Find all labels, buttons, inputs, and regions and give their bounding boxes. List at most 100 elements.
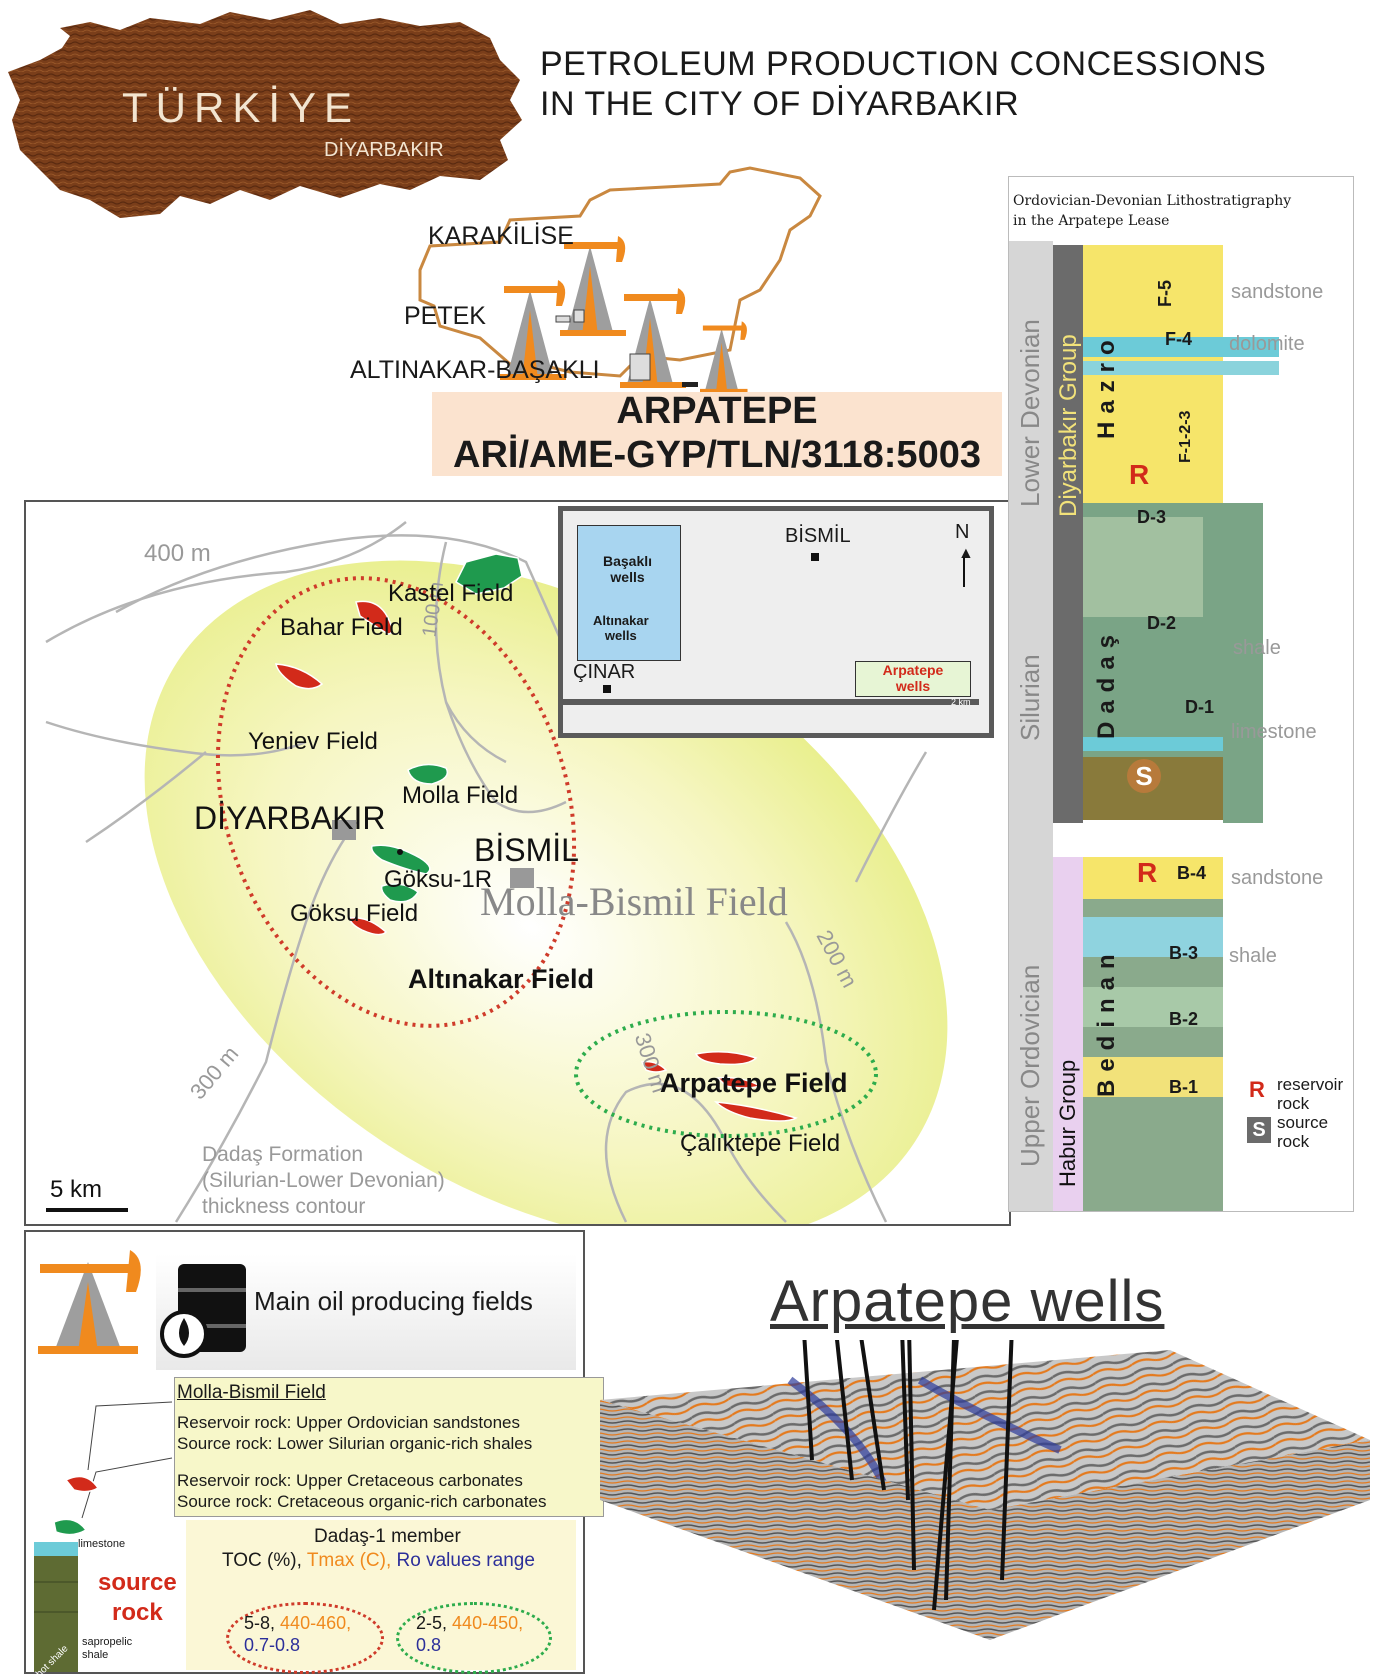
well-line: [859, 1340, 886, 1491]
bahar-field-label: Bahar Field: [280, 614, 403, 641]
concession-altinakar-basakli: ALTINAKAR-BAŞAKLI: [350, 356, 600, 384]
source-rock-2: rock: [112, 1599, 163, 1626]
unit-b4: B-4: [1177, 863, 1207, 883]
strat-legend-2: rock: [1277, 1094, 1310, 1113]
yeniev-field-shape: [275, 663, 324, 690]
molla-field-label: Molla Field: [402, 782, 519, 809]
green-toc: 2-5,: [416, 1613, 448, 1633]
ro-label: Ro values range: [396, 1550, 535, 1571]
strat-title: Ordovician-Devonian Lithostratigraphy in…: [1013, 191, 1291, 231]
oil-rig-icon: [500, 280, 566, 380]
country-label: TÜRKİYE: [122, 84, 360, 131]
unit-d1: D-1: [1185, 697, 1215, 717]
formation-dadas: Dadaş: [1093, 626, 1120, 739]
green-tmax: 440-450,: [452, 1613, 524, 1633]
oil-rig-legend-icon: [38, 1250, 141, 1354]
unit-b1: B-1: [1169, 1077, 1199, 1097]
reservoir-marker-ordovician: R: [1137, 857, 1158, 888]
inset-wells-2: wells: [604, 628, 637, 643]
unit-f4: F-4: [1165, 329, 1192, 349]
lith-dolomite: dolomite: [1229, 333, 1305, 355]
kastel-field-shape: [455, 553, 523, 595]
unit-d2: D-2: [1147, 613, 1177, 633]
arpatepe-field-shape: [694, 1051, 758, 1066]
inset-altinakar: Altınakar wells: [593, 613, 649, 643]
molla-bismil-outline: [215, 576, 577, 1028]
goksu-1r-well: [397, 849, 403, 855]
strat-column-panel: Ordovician-Devonian Lithostratigraphy in…: [1008, 176, 1354, 1212]
note-line-1: Reservoir rock: Upper Ordovician sandsto…: [177, 1413, 520, 1432]
lith-shale-bottom: shale: [1229, 945, 1277, 967]
inset-wells-3: wells: [895, 678, 931, 694]
caliktepe-field-shape-2: [713, 1101, 798, 1122]
well-line: [932, 1340, 959, 1611]
strat-legend: reservoir rock source rock: [1277, 1075, 1343, 1151]
arpatepe-field-label: Arpatepe Field: [660, 1068, 848, 1098]
tmax-label: Tmax (C),: [306, 1550, 392, 1571]
oil-rig-icon: [700, 321, 748, 394]
lith-sandstone-top: sandstone: [1231, 281, 1324, 303]
period-silurian: Silurian: [1015, 654, 1045, 741]
basakli-altinakar-area: [577, 525, 681, 661]
yeniev-field-label: Yeniev Field: [248, 728, 378, 755]
note-line-2: Source rock: Lower Silurian organic-rich…: [177, 1434, 533, 1453]
toc-label: TOC (%),: [222, 1550, 302, 1571]
note-group-2: Reservoir rock: Upper Cretaceous carbona…: [177, 1470, 546, 1512]
altinakar-field-label: Altınakar Field: [408, 964, 595, 994]
note-line-3: Reservoir rock: Upper Cretaceous carbona…: [177, 1471, 523, 1490]
unit-d3: D-3: [1137, 507, 1167, 527]
molla-field-shape: [407, 763, 449, 785]
molla-bismil-note: Molla-Bismil Field Reservoir rock: Upper…: [174, 1377, 604, 1517]
green-values: 2-5, 440-450, 0.8: [416, 1612, 523, 1656]
note-title: Molla-Bismil Field: [177, 1382, 326, 1403]
contour-caption: Dadaş Formation (Silurian-Lower Devonian…: [202, 1142, 445, 1220]
inset-wells-1: wells: [610, 569, 645, 585]
page-title: PETROLEUM PRODUCTION CONCESSIONS IN THE …: [540, 44, 1266, 124]
goksu-1r-shape: [370, 844, 431, 875]
red-values: 5-8, 440-460, 0.7-0.8: [244, 1612, 351, 1656]
altinakar-field-shape: [349, 917, 388, 936]
title-line-2: IN THE CITY OF DİYARBAKIR: [540, 85, 1020, 123]
diyarbakir-marker: [332, 820, 356, 840]
period-upper-ordovician: Upper Ordovician: [1015, 964, 1045, 1167]
cube-top: [600, 1350, 1370, 1510]
caliktepe-field-label: Çalıktepe Field: [680, 1130, 841, 1157]
lith-limestone: limestone: [1231, 721, 1317, 743]
goksu-field-shape: [380, 883, 419, 903]
arpatepe-code: ARİ/AME-GYP/TLN/3118:5003: [453, 434, 981, 476]
lith-sandstone-bottom: sandstone: [1231, 867, 1324, 889]
red-tmax: 440-460,: [280, 1613, 352, 1633]
oil-field-symbol: [64, 1475, 100, 1493]
lith-shale-top: shale: [1233, 637, 1281, 659]
concession-petek: PETEK: [404, 302, 486, 330]
turkey-map: TÜRKİYE DİYARBAKIR: [8, 10, 522, 218]
concession-outline: [418, 166, 822, 378]
goksu-field-label: Göksu Field: [290, 900, 419, 927]
inset-basakli: Başaklı wells: [603, 553, 652, 585]
group-diyarbakir: Diyarbakır Group: [1055, 334, 1082, 517]
strat-column-svg: [1009, 241, 1279, 1211]
goksu-1r-label: Göksu-1R: [384, 866, 493, 893]
red-toc: 5-8,: [244, 1613, 276, 1633]
unit-b3: B-3: [1169, 943, 1199, 963]
reservoir-marker-devonian: R: [1129, 459, 1150, 490]
kastel-field-label: Kastel Field: [388, 580, 514, 607]
arpatepe-outline: [574, 1010, 878, 1138]
gas-field-symbol: [53, 1518, 88, 1536]
title-line-1: PETROLEUM PRODUCTION CONCESSIONS: [540, 45, 1267, 83]
cube-front: [600, 1400, 990, 1640]
sapro-1: sapropelic: [82, 1636, 133, 1648]
inset-bismil: BİSMİL: [785, 525, 851, 547]
well-lines: [802, 1340, 1014, 1611]
inset-bottom-bar: [563, 699, 979, 705]
legend-s-icon: S: [1247, 1117, 1271, 1143]
contour-caption-line-3: thickness contour: [202, 1195, 366, 1218]
north-arrow-icon: ▲: [958, 545, 974, 562]
strat-legend-4: rock: [1277, 1132, 1310, 1151]
well-line: [907, 1340, 916, 1571]
main-fields-label: Main oil producing fields: [254, 1286, 533, 1316]
unit-b2: B-2: [1169, 1009, 1199, 1029]
dadas1-member: Dadaş-1 member: [314, 1526, 461, 1547]
unit-f123: F-1-2-3: [1177, 410, 1194, 463]
toc-header: TOC (%), Tmax (C), Ro values range: [222, 1550, 535, 1572]
